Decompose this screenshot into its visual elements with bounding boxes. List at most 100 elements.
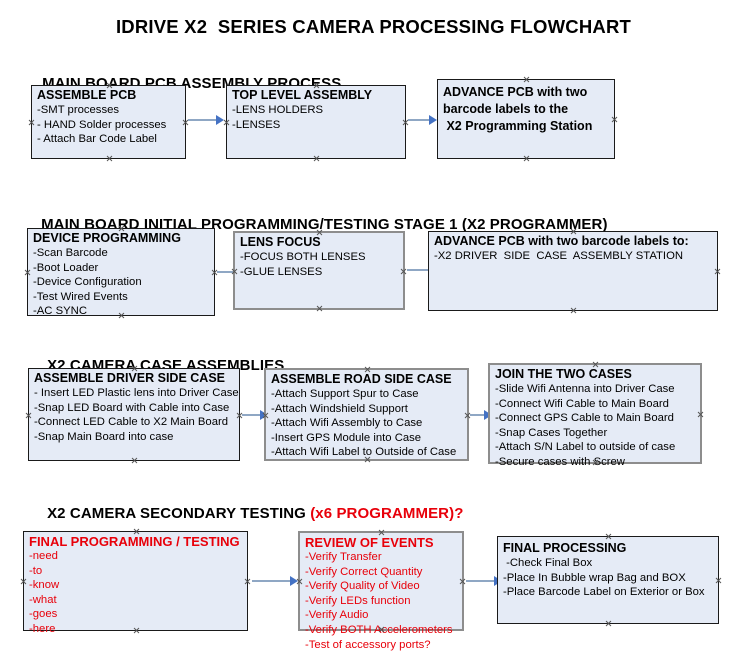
box-title: DEVICE PROGRAMMING <box>33 231 181 245</box>
box-title: REVIEW OF EVENTS <box>305 535 434 550</box>
resize-handle-right[interactable] <box>459 578 466 585</box>
resize-handle-left[interactable] <box>231 268 238 275</box>
box-line: -Place In Bubble wrap Bag and BOX <box>503 571 686 584</box>
resize-handle-right[interactable] <box>714 268 721 275</box>
section-heading-4-text: X2 CAMERA SECONDARY TESTING <box>47 505 311 522</box>
box-device-programming-content: DEVICE PROGRAMMING -Scan Barcode -Boot L… <box>33 231 212 319</box>
box-assemble-pcb-content: ASSEMBLE PCB -SMT processes - HAND Solde… <box>37 88 183 147</box>
box-line: -X2 DRIVER SIDE CASE ASSEMBLY STATION <box>434 250 684 262</box>
box-line: -Connect LED Cable to X2 Main Board <box>34 416 229 429</box>
resize-handle-bottom[interactable] <box>316 305 323 312</box>
box-line: -Verify Correct Quantity <box>305 565 423 578</box>
resize-handle-top[interactable] <box>523 76 530 83</box>
box-line: -Verify Quality of Video <box>305 580 420 593</box>
box-final-programming-testing-content: FINAL PROGRAMMING / TESTING -need -to -k… <box>29 534 245 637</box>
box-line: barcode labels to the <box>443 102 569 116</box>
box-line: -Attach Wifi Label to Outside of Case <box>271 446 457 459</box>
box-line: -AC SYNC <box>33 305 87 318</box>
box-review-of-events[interactable]: REVIEW OF EVENTS -Verify Transfer -Verif… <box>296 531 466 651</box>
resize-handle-bottom[interactable] <box>570 307 577 314</box>
box-line: -Device Configuration <box>33 276 142 289</box>
box-title: ADVANCE PCB with two barcode labels to: <box>434 234 689 248</box>
resize-handle-right[interactable] <box>400 268 407 275</box>
box-line: -Verify Transfer <box>305 551 382 563</box>
box-line: -Snap Cases Together <box>495 426 608 439</box>
box-line: -Verify Audio <box>305 609 369 622</box>
box-line: -Attach Support Spur to Case <box>271 388 419 400</box>
box-line: -LENS HOLDERS <box>232 104 324 116</box>
box-title: ADVANCE PCB with two <box>443 85 588 99</box>
box-line: -Boot Loader <box>33 261 99 274</box>
box-title: FINAL PROGRAMMING / TESTING <box>29 534 240 549</box>
box-line: -Place Barcode Label on Exterior or Box <box>503 586 705 599</box>
box-line: -Snap Main Board into case <box>34 430 174 443</box>
resize-handle-bottom[interactable] <box>605 620 612 627</box>
box-assemble-driver-side-case-content: ASSEMBLE DRIVER SIDE CASE - Insert LED P… <box>34 371 239 444</box>
box-line: -know <box>29 579 60 592</box>
box-line: -FOCUS BOTH LENSES <box>240 251 366 263</box>
resize-handle-bottom[interactable] <box>131 457 138 464</box>
box-title: ASSEMBLE DRIVER SIDE CASE <box>34 371 226 385</box>
resize-handle-left[interactable] <box>28 119 35 126</box>
box-line: -GLUE LENSES <box>240 265 323 278</box>
resize-handle-right[interactable] <box>697 411 704 418</box>
connector-arrow <box>252 576 300 586</box>
resize-handle-right[interactable] <box>611 116 618 123</box>
box-assemble-driver-side-case[interactable]: ASSEMBLE DRIVER SIDE CASE - Insert LED P… <box>28 368 240 461</box>
box-device-programming[interactable]: DEVICE PROGRAMMING -Scan Barcode -Boot L… <box>24 228 215 319</box>
box-final-programming-testing[interactable]: FINAL PROGRAMMING / TESTING -need -to -k… <box>20 531 251 635</box>
box-line: -Attach S/N Label to outside of case <box>495 441 676 454</box>
box-lens-focus[interactable]: LENS FOCUS -FOCUS BOTH LENSES -GLUE LENS… <box>233 231 405 310</box>
box-title: ASSEMBLE ROAD SIDE CASE <box>271 372 452 386</box>
resize-handle-left[interactable] <box>262 412 269 419</box>
box-title: LENS FOCUS <box>240 235 321 249</box>
box-assemble-road-side-case-content: ASSEMBLE ROAD SIDE CASE -Attach Support … <box>271 372 465 460</box>
box-title: FINAL PROCESSING <box>503 541 627 555</box>
box-line: -SMT processes <box>37 104 120 116</box>
resize-handle-right[interactable] <box>715 577 722 584</box>
connector-arrow <box>408 115 438 125</box>
box-advance-pcb-programming-station[interactable]: ADVANCE PCB with two barcode labels to t… <box>437 79 615 159</box>
box-line: -Attach Windshield Support <box>271 402 408 415</box>
box-title: ASSEMBLE PCB <box>37 88 137 102</box>
box-line: -what <box>29 593 57 606</box>
resize-handle-bottom[interactable] <box>313 155 320 162</box>
box-line: -to <box>29 564 43 577</box>
box-line: -Snap LED Board with Cable into Case <box>34 401 230 414</box>
box-line: -Attach Wifi Assembly to Case <box>271 417 423 430</box>
box-line: -Verify BOTH Accelerometers <box>305 623 453 636</box>
resize-handle-right[interactable] <box>244 578 251 585</box>
resize-handle-top[interactable] <box>605 533 612 540</box>
box-final-processing-content: FINAL PROCESSING -Check Final Box -Place… <box>503 541 716 600</box>
box-line: -Insert GPS Module into Case <box>271 431 422 444</box>
resize-handle-left[interactable] <box>296 578 303 585</box>
box-advance-pcb-driver-side-content: ADVANCE PCB with two barcode labels to: … <box>434 234 715 264</box>
resize-handle-bottom[interactable] <box>523 155 530 162</box>
box-lens-focus-content: LENS FOCUS -FOCUS BOTH LENSES -GLUE LENS… <box>240 235 401 279</box>
box-title: JOIN THE TWO CASES <box>495 367 632 381</box>
box-title: TOP LEVEL ASSEMBLY <box>232 88 373 102</box>
box-assemble-road-side-case[interactable]: ASSEMBLE ROAD SIDE CASE -Attach Support … <box>264 368 469 461</box>
box-line: -Secure cases with Screw <box>495 455 625 468</box>
box-line: -Verify LEDs function <box>305 594 411 607</box>
box-top-level-assembly[interactable]: TOP LEVEL ASSEMBLY -LENS HOLDERS -LENSES <box>226 85 406 159</box>
box-assemble-pcb[interactable]: ASSEMBLE PCB -SMT processes - HAND Solde… <box>31 85 186 159</box>
resize-handle-bottom[interactable] <box>106 155 113 162</box>
box-line: - Attach Bar Code Label <box>37 133 157 146</box>
resize-handle-left[interactable] <box>25 412 32 419</box>
box-line: -Slide Wifi Antenna into Driver Case <box>495 383 675 395</box>
resize-handle-left[interactable] <box>20 578 27 585</box>
box-line: - HAND Solder processes <box>37 118 167 131</box>
box-line: -Connect GPS Cable to Main Board <box>495 412 674 425</box>
box-line: -Test Wired Events <box>33 290 128 303</box>
section-heading-4: X2 CAMERA SECONDARY TESTING (x6 PROGRAMM… <box>30 488 463 539</box>
box-join-the-two-cases[interactable]: JOIN THE TWO CASES -Slide Wifi Antenna i… <box>488 363 704 468</box>
box-line: X2 Programming Station <box>443 119 593 133</box>
resize-handle-left[interactable] <box>24 269 31 276</box>
box-advance-pcb-driver-side[interactable]: ADVANCE PCB with two barcode labels to: … <box>428 231 718 311</box>
box-line: -Check Final Box <box>503 557 593 569</box>
box-advance-pcb-content: ADVANCE PCB with two barcode labels to t… <box>443 84 612 135</box>
box-line: - Insert LED Plastic lens into Driver Ca… <box>34 387 239 399</box>
box-final-processing[interactable]: FINAL PROCESSING -Check Final Box -Place… <box>497 536 719 624</box>
